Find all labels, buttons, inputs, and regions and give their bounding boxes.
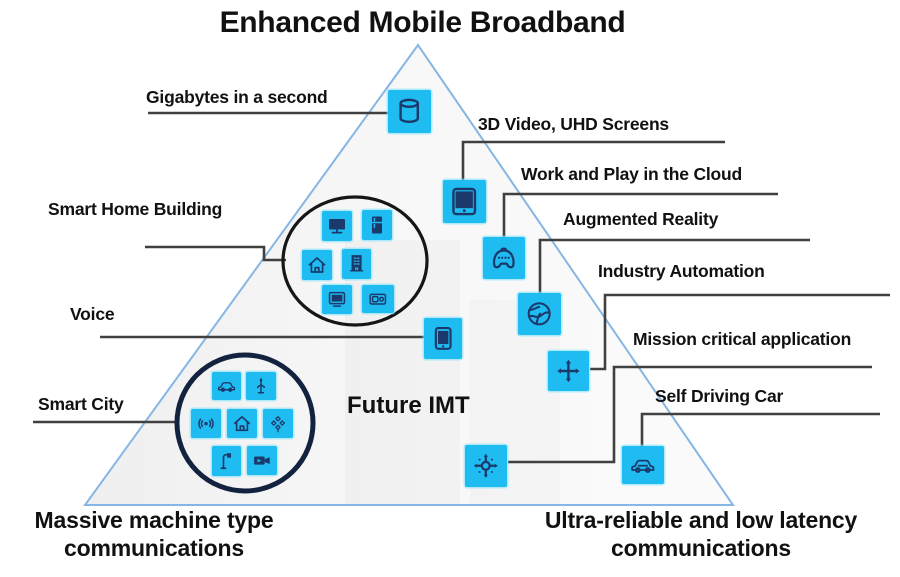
label-future-imt: Future IMT	[347, 392, 470, 419]
leader-smart-home	[145, 245, 286, 262]
car-icon	[212, 372, 241, 400]
corner-massive-machine-line1: Massive machine type	[34, 507, 274, 533]
page-title: Enhanced Mobile Broadband	[219, 6, 626, 39]
corner-ultra-reliable: Ultra-reliable and low latency communica…	[505, 506, 897, 562]
database-icon	[388, 90, 431, 133]
label-work-play: Work and Play in the Cloud	[521, 164, 743, 184]
corner-massive-machine: Massive machine type communications	[8, 506, 300, 562]
screen-icon	[322, 285, 352, 314]
hub-crosshair-icon	[465, 445, 507, 487]
monitor-icon	[443, 180, 486, 223]
street-lamp-icon	[212, 446, 241, 476]
label-voice: Voice	[70, 304, 115, 324]
label-gigabytes: Gigabytes in a second	[146, 87, 328, 107]
label-industry-automation: Industry Automation	[598, 261, 765, 281]
label-smart-home: Smart Home Building	[48, 199, 223, 219]
home-icon	[227, 409, 257, 438]
phone-icon	[424, 318, 462, 359]
corner-massive-machine-line2: communications	[64, 535, 244, 561]
background-band	[345, 240, 460, 504]
smart-home-circle	[281, 195, 429, 327]
interchange-icon	[263, 409, 293, 438]
traffic-signal-icon	[246, 372, 276, 400]
globe-icon	[518, 293, 561, 335]
video-camera-icon	[247, 446, 277, 475]
sensor-icon	[191, 409, 221, 438]
leader-augmented-reality	[538, 238, 810, 294]
leader-mission-critical	[508, 365, 872, 464]
label-augmented-reality: Augmented Reality	[563, 209, 719, 229]
label-mission-critical: Mission critical application	[633, 329, 852, 349]
corner-ultra-reliable-line2: communications	[611, 535, 791, 561]
leader-industry-automation	[590, 293, 890, 371]
leader-self-driving	[640, 412, 880, 446]
label-3d-video: 3D Video, UHD Screens	[478, 114, 669, 134]
gamepad-icon	[483, 237, 525, 279]
leader-3d-video	[461, 140, 725, 181]
tv-icon	[322, 211, 352, 241]
corner-ultra-reliable-line1: Ultra-reliable and low latency	[544, 507, 858, 533]
building-icon	[342, 249, 371, 279]
smart-city-circle	[174, 352, 316, 494]
home-icon	[302, 250, 332, 280]
leader-work-play	[502, 192, 778, 238]
arrows-4way-icon	[548, 351, 589, 391]
fridge-icon	[362, 210, 392, 240]
microwave-icon	[362, 285, 394, 313]
label-smart-city: Smart City	[38, 394, 124, 414]
label-self-driving: Self Driving Car	[655, 386, 784, 406]
car-icon	[622, 446, 664, 484]
